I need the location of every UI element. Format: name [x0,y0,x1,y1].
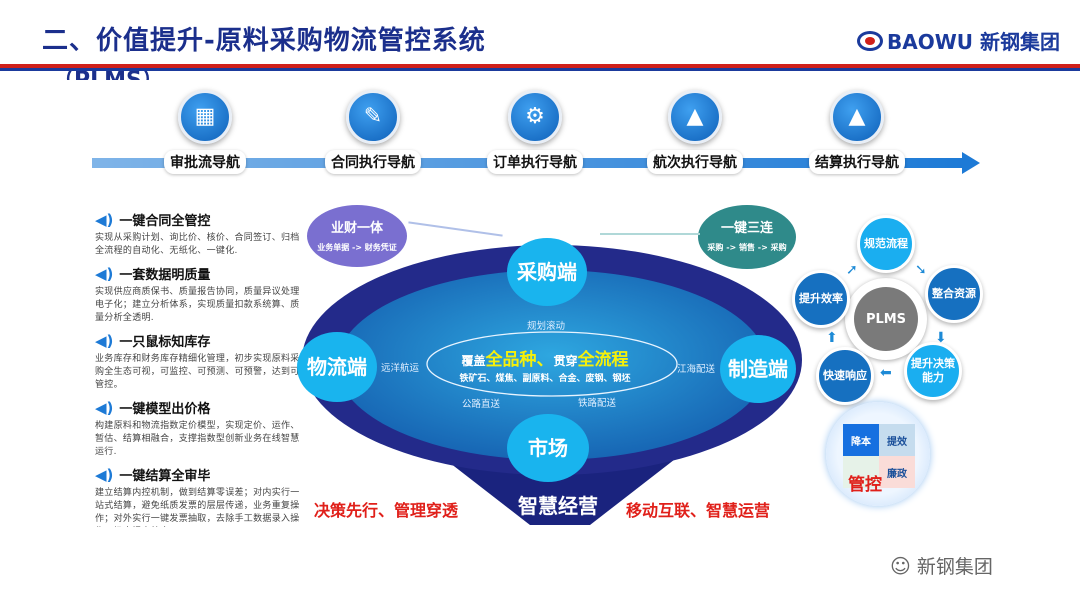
bar-chart-icon: ▲ [830,90,884,144]
plms-ring: PLMS [845,278,927,360]
center-ring [426,331,678,397]
watermark: ☺新钢集团 [890,552,993,579]
page-title: 二、价值提升-原料采购物流管控系统 [42,26,486,56]
cycle-item: 规范流程 [857,215,915,273]
wechat-icon: ☺ [890,553,911,578]
feature-desc: 业务库存和财务库存精细化管理，初步实现原料采购全生态可视，可监控、可预测、可预警… [95,354,300,390]
control-quadrant: 提效 [879,424,915,456]
timeline-arrow-icon [962,152,980,174]
cycle-item: 快速响应 [816,347,874,405]
feature-item: ◀) 一键结算全审毕建立结算内控机制，做到结算零误差；对内实行一站式结算，避免纸质… [95,465,305,527]
cycle-arrow-icon: ⬅ [880,365,892,381]
center-text: 覆盖全品种、贯穿全流程 铁矿石、煤焦、副原料、合金、废钢、钢坯 [430,345,660,384]
feature-title: 一键模型出价格 [119,402,211,417]
feature-desc: 实现供应商质保书、质量报告协同，质量异议处理电子化；建立分析体系，实现质量扣款系… [95,287,300,323]
cycle-arrow-icon: ⬆ [826,330,838,346]
center-prefix: 贯穿 [553,354,578,368]
inner-ellipse [337,270,767,460]
nav-label: 航次执行导航 [647,150,743,174]
center-prefix: 覆盖 [461,354,486,368]
feature-item: ◀) 一键合同全管控实现从采购计划、询比价、核价、合同签订、归档全流程的自动化、无… [95,210,305,258]
nav-contract[interactable]: ✎ 合同执行导航 [318,90,428,174]
nav-label: 合同执行导航 [325,150,421,174]
plms-center: PLMS [854,287,918,351]
cycle-arrow-icon: ⬇ [935,330,947,346]
cycle-arrow-icon: ➘ [915,262,927,278]
bar-chart-icon: ▲ [668,90,722,144]
watermark-text: 新钢集团 [916,556,993,578]
route-label: 江海配送 [677,364,716,375]
sanlian-title: 一键三连 [720,221,773,236]
control-label: 管控 [848,475,882,495]
control-quadrant [843,456,879,488]
feature-item: ◀) 一套数据明质量实现供应商质保书、质量报告协同，质量异议处理电子化；建立分析体… [95,264,305,325]
speaker-icon: ◀) [95,465,114,484]
logo: BAOWU 新钢集团 [857,26,1060,55]
feature-list: ◀) 一键合同全管控实现从采购计划、询比价、核价、合同签订、归档全流程的自动化、无… [95,210,305,533]
node-procurement: 采购端 [507,238,587,306]
yecai-bubble: 业财一体业务单据 -> 财务凭证 [307,205,407,267]
arrow-line [408,221,503,237]
nav-order[interactable]: ⚙ 订单执行导航 [480,90,590,174]
speaker-icon: ◀) [95,210,114,229]
nav-settlement[interactable]: ▲ 结算执行导航 [802,90,912,174]
yecai-title: 业财一体 [330,221,383,236]
speaker-icon: ◀) [95,264,114,283]
center-sub: 铁矿石、煤焦、副原料、合金、废钢、钢坯 [459,374,631,384]
contract-icon: ✎ [346,90,400,144]
arrow-line [600,233,700,235]
page-title-cont: （PLMS） [52,62,164,80]
node-logistics: 物流端 [297,332,377,402]
route-label: 远洋航运 [381,363,420,374]
feature-title: 一键合同全管控 [119,214,211,229]
control-quadrant: 廉政 [879,456,915,488]
route-label: 公路直送 [462,399,501,410]
control-pie: 降本 提效 廉政 [843,424,915,488]
cycle-item: 提升决策能力 [904,342,962,400]
control-quadrant: 降本 [843,424,879,456]
cycle-item: 整合资源 [925,265,983,323]
node-manufacturing: 制造端 [720,335,796,403]
slogan-right: 移动互联、智慧运营 [626,501,771,520]
feature-item: ◀) 一键模型出价格构建原料和物流指数定价模型，实现定价、运作、暂估、结算相融合，… [95,398,305,459]
feature-item: ◀) 一只鼠标知库存业务库存和财务库存精细化管理，初步实现原料采购全生态可视，可监… [95,331,305,392]
sanlian-bubble: 一键三连采购 -> 销售 -> 采购 [698,205,796,269]
feature-desc: 构建原料和物流指数定价模型，实现定价、运作、暂估、结算相融合，支撑指数型创新业务… [95,421,300,457]
nav-label: 订单执行导航 [487,150,583,174]
feature-title: 一键结算全审毕 [119,469,211,484]
cycle-arrow-icon: ➚ [846,262,858,278]
order-icon: ⚙ [508,90,562,144]
nav-label: 审批流导航 [164,150,246,174]
nav-approval[interactable]: ▦ 审批流导航 [150,90,260,174]
route-label: 规划滚动 [527,321,566,332]
node-market: 市场 [507,414,589,482]
speaker-icon: ◀) [95,331,114,350]
speaker-icon: ◀) [95,398,114,417]
yecai-sub: 业务单据 -> 财务凭证 [317,243,397,252]
funnel-label: 智慧经营 [518,494,598,518]
feature-title: 一只鼠标知库存 [119,335,211,350]
route-label: 铁路配送 [578,398,617,409]
center-highlight: 全流程 [577,350,629,370]
feature-desc: 建立结算内控机制，做到结算零误差；对内实行一站式结算，避免纸质发票的层层传递，业… [95,488,300,524]
baowu-logo-icon [857,30,883,51]
cycle-item: 提升效率 [792,270,850,328]
feature-desc: 实现从采购计划、询比价、核价、合同签订、归档全流程的自动化、无纸化、一键化. [95,233,300,256]
slogan-left: 决策先行、管理穿透 [314,501,459,520]
header-divider-red [0,64,1080,68]
header-divider-blue [0,68,1080,71]
calendar-icon: ▦ [178,90,232,144]
nav-label: 结算执行导航 [809,150,905,174]
sanlian-sub: 采购 -> 销售 -> 采购 [707,243,787,252]
feature-title: 一套数据明质量 [119,268,211,283]
logo-text: BAOWU 新钢集团 [887,30,1060,54]
center-highlight: 全品种、 [485,350,554,370]
nav-voyage[interactable]: ▲ 航次执行导航 [640,90,750,174]
